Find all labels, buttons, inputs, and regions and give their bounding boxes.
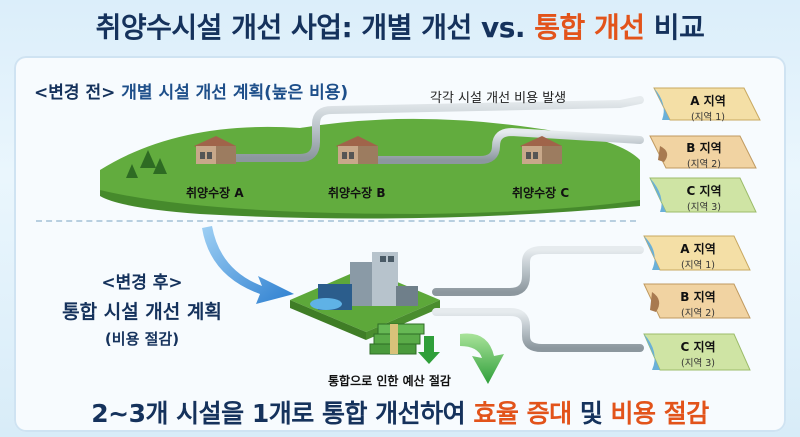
region-sub: (지역 3) — [687, 202, 721, 213]
summary-banner: 2~3개 시설을 1개로 통합 개선하여 효율 증대 및 비용 절감 — [0, 394, 800, 430]
savings-note: 통합으로 인한 예산 절감 — [328, 374, 451, 388]
region-a-tile-after — [643, 235, 751, 271]
big-green-arrow-icon — [460, 333, 504, 384]
title-text: 취양수시설 개선 사업: 개별 개선 vs. — [95, 11, 535, 44]
region-b-tile — [649, 135, 757, 169]
region-name: A 지역 — [690, 94, 726, 108]
plant-b-icon — [336, 136, 378, 164]
summary-highlight-cost: 비용 절감 — [610, 399, 710, 428]
region-label-a: A 지역 (지역 1) — [668, 92, 748, 123]
plant-c-icon — [520, 136, 562, 164]
title-highlight: 통합 개선 — [534, 11, 645, 44]
after-subtitle: (비용 절감) — [104, 330, 180, 348]
region-c-tile-after — [643, 333, 751, 371]
plant-label-b: 취양수장 B — [328, 186, 386, 200]
region-sub: (지역 1) — [691, 112, 725, 123]
decrease-arrow-icon — [418, 336, 440, 364]
plant-label-c: 취양수장 C — [512, 186, 570, 200]
section-divider — [36, 220, 636, 222]
trees-icon — [126, 150, 167, 178]
transition-arrow — [202, 226, 294, 304]
region-name: B 지역 — [686, 141, 722, 155]
region-label-b: B 지역 (지역 2) — [664, 139, 744, 170]
region-sub: (지역 1) — [681, 260, 715, 271]
page-title: 취양수시설 개선 사업: 개별 개선 vs. 통합 개선 비교 — [0, 6, 800, 46]
money-stack-icon — [369, 323, 425, 355]
before-tag: <변경 전> — [34, 83, 116, 103]
region-a-tile — [653, 87, 761, 121]
region-label-c-after: C 지역 (지역 3) — [658, 338, 738, 369]
after-heading: <변경 후> 통합 시설 개선 계획 (비용 절감) — [42, 268, 242, 349]
after-tag: <변경 후> — [101, 273, 183, 293]
region-sub: (지역 2) — [687, 159, 721, 170]
summary-conjunction: 및 — [571, 399, 611, 428]
before-desc: 개별 시설 개선 계획(높은 비용) — [115, 83, 349, 103]
region-b-tile-after — [643, 283, 751, 319]
region-sub: (지역 3) — [681, 358, 715, 369]
region-label-b-after: B 지역 (지역 2) — [658, 288, 738, 319]
region-label-c: C 지역 (지역 3) — [664, 182, 744, 213]
region-c-tile — [649, 177, 757, 213]
region-name: A 지역 — [680, 242, 716, 256]
integrated-plant-icon — [290, 252, 440, 340]
title-suffix: 비교 — [644, 11, 705, 44]
summary-text: 2~3개 시설을 1개로 통합 개선하여 — [91, 399, 474, 428]
after-title: 통합 시설 개선 계획 — [62, 301, 222, 323]
region-name: C 지역 — [680, 340, 716, 354]
summary-highlight-efficiency: 효율 증대 — [473, 399, 572, 428]
before-heading: <변경 전> 개별 시설 개선 계획(높은 비용) — [34, 78, 348, 103]
region-name: C 지역 — [686, 184, 722, 198]
plant-a-icon — [194, 136, 236, 164]
plant-label-a: 취양수장 A — [186, 186, 244, 200]
cost-note: 각각 시설 개선 비용 발생 — [430, 91, 567, 106]
region-name: B 지역 — [680, 290, 716, 304]
region-label-a-after: A 지역 (지역 1) — [658, 240, 738, 271]
hill — [100, 118, 640, 215]
region-sub: (지역 2) — [681, 308, 715, 319]
